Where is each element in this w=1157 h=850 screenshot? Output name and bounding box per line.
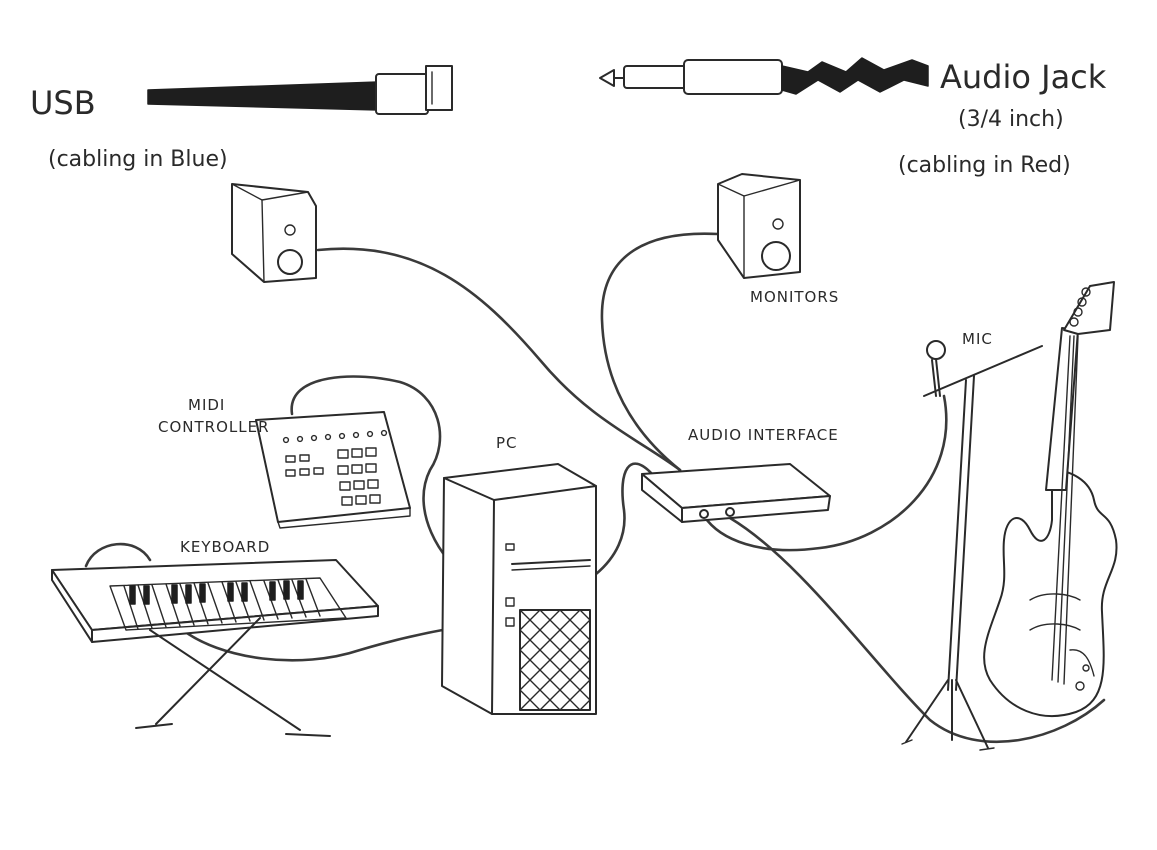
midi-controller (255, 411, 411, 529)
midi-label-line2: CONTROLLER (158, 418, 270, 436)
monitors-label: MONITORS (750, 288, 839, 306)
legend-usb: USB (cabling in Blue) (30, 65, 453, 172)
keyboard-keys (123, 578, 321, 630)
usb-cable-icon (147, 65, 453, 115)
keyboard-stand (135, 617, 331, 737)
audio-interface (641, 463, 831, 523)
cables (84, 232, 1106, 744)
jack-title: Audio Jack (940, 58, 1107, 96)
keyboard (51, 559, 379, 737)
jack-size: (3/4 inch) (958, 107, 1064, 132)
usb-title: USB (30, 84, 96, 122)
right-monitor-speaker (717, 173, 801, 279)
microphone-stand (901, 345, 1043, 751)
microphone (926, 340, 946, 397)
usb-note: (cabling in Blue) (48, 147, 228, 172)
midi-pads (285, 447, 381, 506)
pc-tower (441, 463, 597, 715)
midi-label-line1: MIDI (188, 396, 225, 414)
pc-label: PC (496, 434, 518, 452)
keyboard-label: KEYBOARD (180, 538, 270, 556)
pc-vent-grille (519, 609, 591, 711)
jack-note: (cabling in Red) (898, 153, 1071, 178)
left-monitor-speaker (231, 183, 317, 283)
audio-jack-icon (599, 57, 929, 95)
guitar-tuners (1069, 287, 1091, 327)
electric-guitar (983, 281, 1118, 717)
midi-knobs (282, 429, 388, 444)
audio-interface-label: AUDIO INTERFACE (688, 426, 839, 444)
mic-label: MIC (962, 330, 993, 348)
legend-audio-jack: Audio Jack (3/4 inch) (cabling in Red) (599, 57, 1107, 178)
